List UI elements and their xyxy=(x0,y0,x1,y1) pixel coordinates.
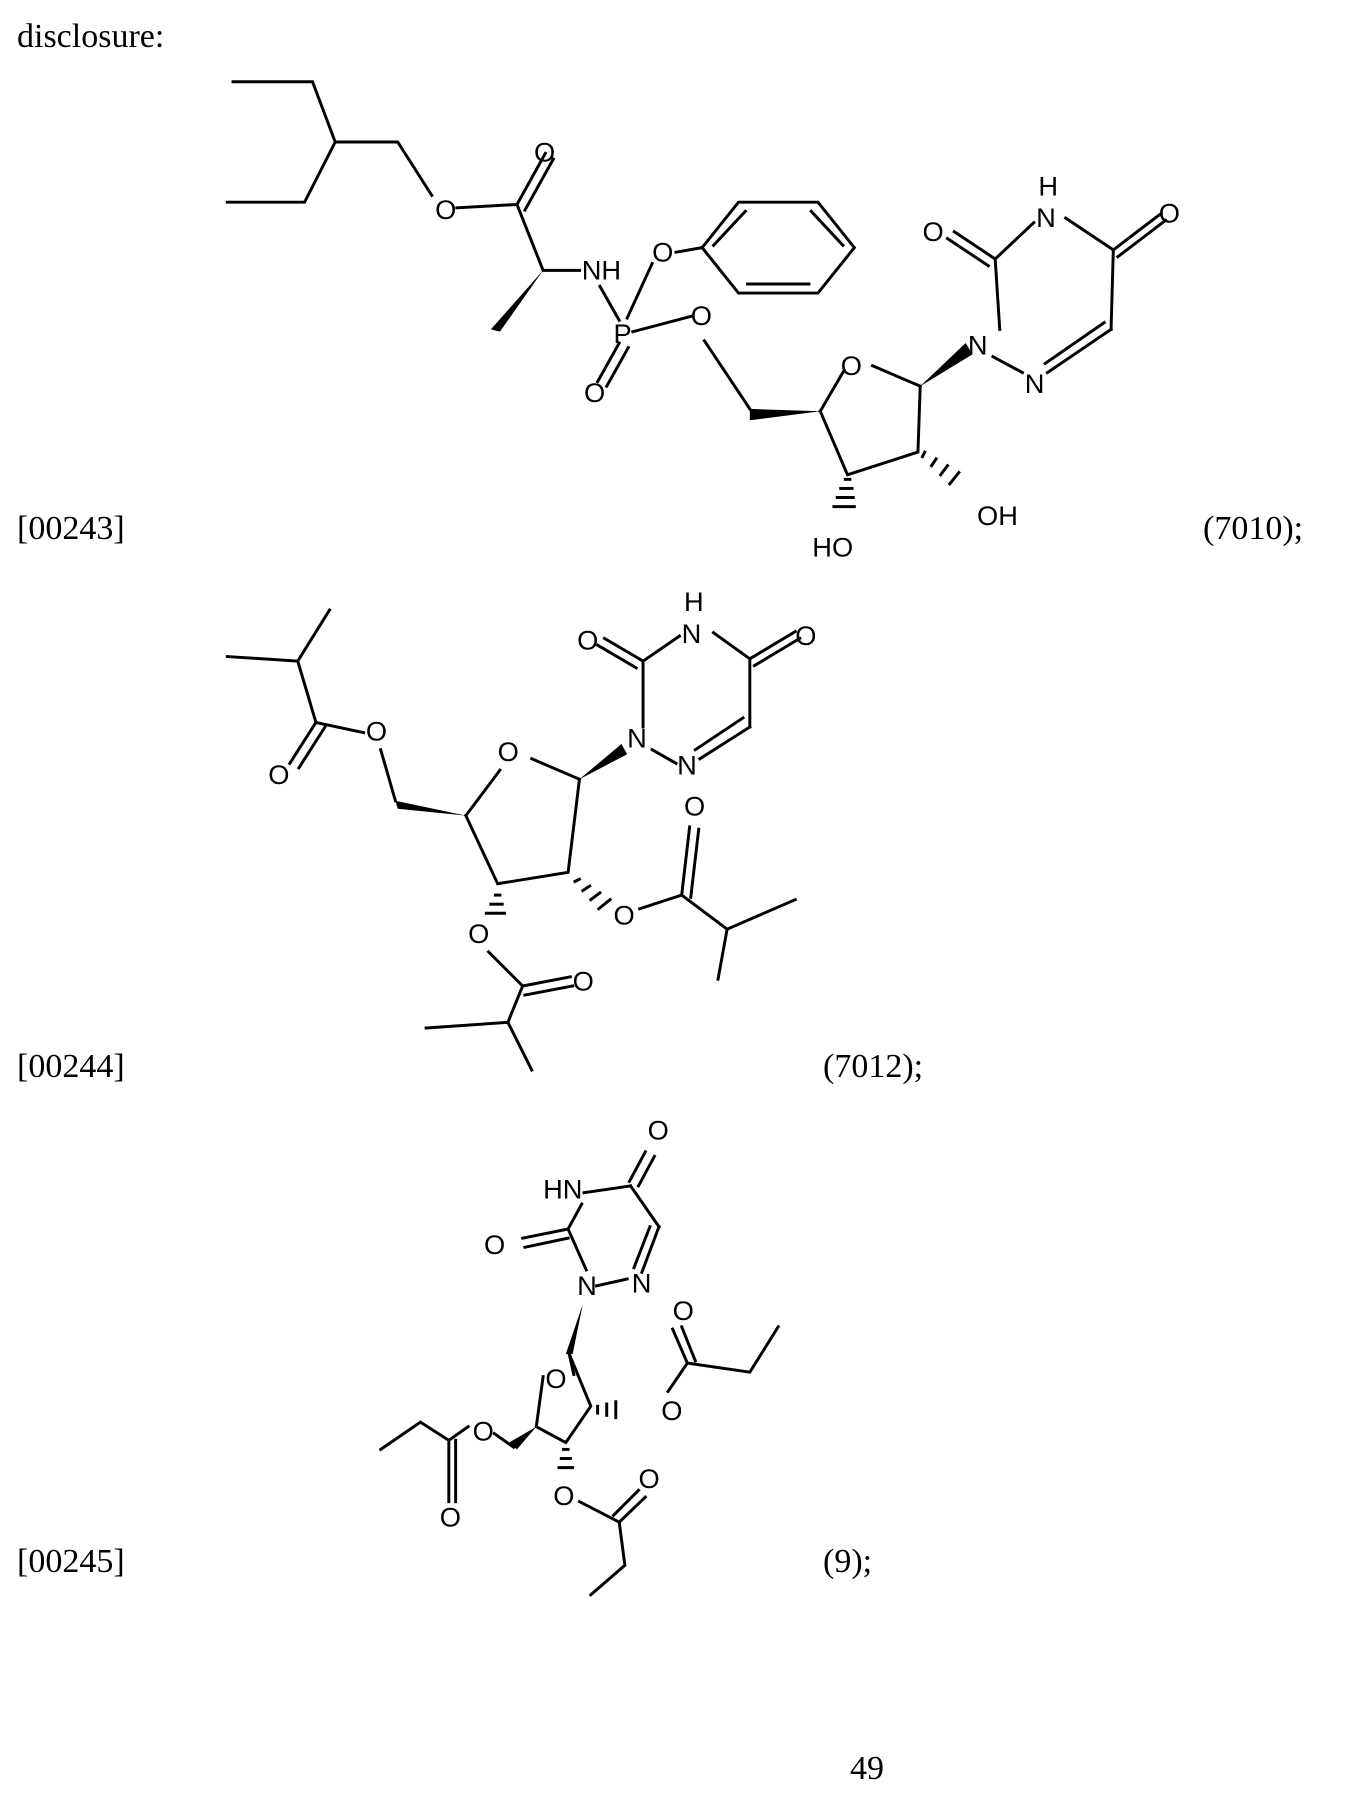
svg-text:O: O xyxy=(795,620,816,651)
svg-text:O: O xyxy=(639,1463,660,1494)
svg-text:O: O xyxy=(484,1229,505,1260)
svg-text:N: N xyxy=(682,618,702,649)
svg-text:O: O xyxy=(366,716,387,747)
compound-label-7012: (7012); xyxy=(823,1048,924,1085)
svg-text:N: N xyxy=(632,1268,652,1299)
svg-text:O: O xyxy=(534,136,555,167)
compound-label-9: (9); xyxy=(823,1543,873,1580)
svg-text:N: N xyxy=(968,329,988,360)
svg-text:O: O xyxy=(577,625,598,656)
svg-text:N: N xyxy=(1036,202,1056,233)
svg-text:O: O xyxy=(922,216,943,247)
svg-text:N: N xyxy=(1025,368,1045,399)
svg-text:O: O xyxy=(498,736,519,767)
svg-text:N: N xyxy=(677,750,697,781)
svg-text:O: O xyxy=(684,791,705,822)
svg-text:O: O xyxy=(648,1114,669,1145)
svg-text:N: N xyxy=(627,722,647,753)
svg-text:O: O xyxy=(614,900,635,931)
structure-7010: O O NH P O O O O xyxy=(225,80,1180,563)
svg-text:O: O xyxy=(440,1502,461,1533)
svg-text:N: N xyxy=(577,1270,597,1301)
svg-text:O: O xyxy=(553,1480,574,1511)
paragraph-number-00244: [00244] xyxy=(17,1048,125,1085)
structure-7012: O O O O O O O N N xyxy=(225,586,816,1073)
paragraph-number-00243: [00243] xyxy=(17,510,125,547)
structure-9: O HN N N O O O O O xyxy=(378,1114,781,1597)
svg-text:OH: OH xyxy=(977,500,1018,531)
svg-text:O: O xyxy=(1159,198,1180,229)
svg-text:O: O xyxy=(573,966,594,997)
svg-text:O: O xyxy=(435,194,456,225)
svg-text:O: O xyxy=(673,1295,694,1326)
page-number: 49 xyxy=(850,1750,884,1787)
svg-text:O: O xyxy=(661,1395,682,1426)
compound-label-7010: (7010); xyxy=(1203,510,1304,547)
svg-text:HN: HN xyxy=(543,1173,582,1204)
svg-text:O: O xyxy=(652,236,673,267)
svg-text:NH: NH xyxy=(582,254,621,285)
svg-text:O: O xyxy=(545,1363,566,1394)
intro-text: disclosure: xyxy=(17,18,165,55)
svg-text:O: O xyxy=(468,918,489,949)
svg-text:O: O xyxy=(473,1415,494,1446)
svg-text:P: P xyxy=(614,318,632,349)
svg-text:O: O xyxy=(268,759,289,790)
svg-text:O: O xyxy=(584,377,605,408)
svg-text:HO: HO xyxy=(812,532,853,563)
svg-text:H: H xyxy=(684,586,704,617)
paragraph-number-00245: [00245] xyxy=(17,1543,125,1580)
svg-text:H: H xyxy=(1038,170,1058,201)
svg-text:O: O xyxy=(691,300,712,331)
svg-text:O: O xyxy=(841,350,862,381)
